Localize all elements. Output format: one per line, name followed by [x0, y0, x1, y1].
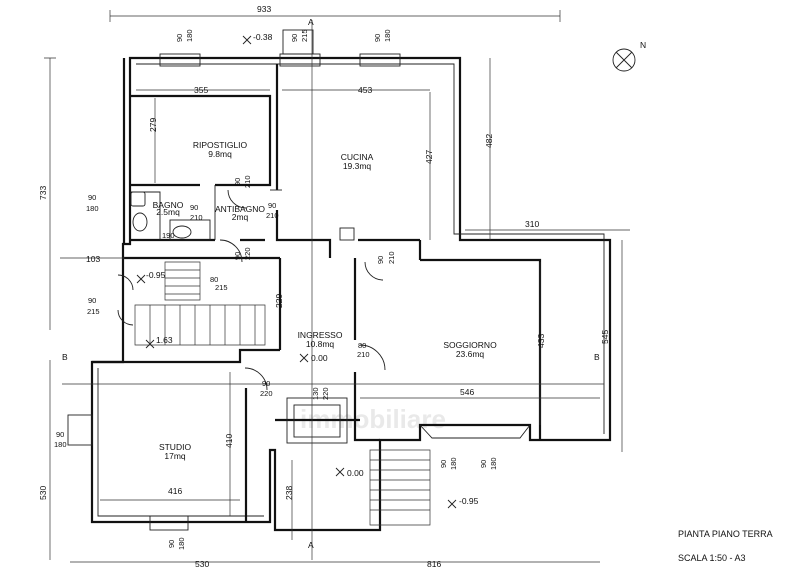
room-ingresso-area: 10.8mq — [306, 339, 335, 349]
plan-title: PIANTA PIANO TERRA — [678, 529, 773, 539]
open-d-left: 90 — [88, 296, 96, 305]
open-d-ingressob: 210 — [357, 350, 370, 359]
section-b-left: B — [62, 352, 68, 362]
dim-cucina-h: 427 — [424, 150, 434, 164]
open-w-sog1b: 180 — [449, 457, 458, 470]
open-d-cucina: 90 — [376, 256, 385, 264]
room-studio-area: 17mq — [164, 451, 186, 461]
room-bagno-area: 2.5mq — [156, 207, 180, 217]
dim-cucina-w: 453 — [358, 85, 372, 95]
room-antibagno-name: ANTIBAGNO — [215, 204, 265, 214]
room-studio-name: STUDIO — [159, 442, 192, 452]
room-soggiorno-area: 23.6mq — [456, 349, 485, 359]
dim-studio-w: 416 — [168, 486, 182, 496]
room-antibagno-area: 2mq — [232, 212, 249, 222]
open-entryb: 220 — [321, 387, 330, 400]
plan-scale: SCALA 1:50 - A3 — [678, 553, 746, 563]
interior-walls — [92, 64, 542, 522]
door-swings — [117, 189, 386, 391]
open-w-studio-l: 90 — [56, 430, 64, 439]
section-a-top: A — [308, 17, 314, 27]
dim-stair-h: 229 — [274, 294, 284, 308]
dim-studio-h: 410 — [224, 434, 234, 448]
open-d-anti2b: 220 — [243, 247, 252, 260]
open-w-sog1: 90 — [439, 460, 448, 468]
dim-soggiorno-h: 433 — [536, 334, 546, 348]
dim-right-top: 482 — [484, 134, 494, 148]
north-arrow-icon — [612, 48, 636, 72]
dim-bottom-right: 816 — [427, 559, 441, 569]
north-label: N — [640, 40, 646, 50]
open-w-sog2b: 180 — [489, 457, 498, 470]
open-d-ingresso: 80 — [358, 341, 366, 350]
open-w-top3: 90 — [373, 34, 382, 42]
open-w-top1: 90 — [175, 34, 184, 42]
dim-overall-top: 933 — [257, 4, 271, 14]
level-outside: -0.95 — [459, 496, 479, 506]
dimension-lines — [44, 10, 630, 563]
open-w-bagnob: 180 — [86, 204, 99, 213]
open-d-rip: 90 — [233, 178, 242, 186]
open-d-ripb: 210 — [243, 175, 252, 188]
level-top: -0.38 — [253, 32, 273, 42]
open-w-studio-b: 90 — [167, 540, 176, 548]
room-bagno-name: BAGNO — [153, 200, 184, 210]
level-ingresso: 0.00 — [311, 353, 328, 363]
open-d-antib: 210 — [266, 211, 279, 220]
open-d-bagno: 90 — [190, 203, 198, 212]
open-w-top2b: 215 — [300, 29, 309, 42]
room-ripostiglio-area: 9.8mq — [208, 149, 232, 159]
open-d-cucinab: 210 — [387, 251, 396, 264]
level-mid: 1.63 — [156, 335, 173, 345]
room-soggiorno-name: SOGGIORNO — [443, 340, 497, 350]
dim-left-top: 733 — [38, 186, 48, 200]
level-stair: -0.95 — [146, 270, 166, 280]
open-d-anti: 90 — [268, 201, 276, 210]
section-b-right: B — [594, 352, 600, 362]
open-d-anti2: 90 — [233, 252, 242, 260]
open-d-bagnob: 210 — [190, 213, 203, 222]
open-d-leftb: 215 — [87, 307, 100, 316]
open-w-bagno: 90 — [88, 193, 96, 202]
room-ingresso-name: INGRESSO — [298, 330, 343, 340]
dim-ripostiglio-h: 279 — [148, 118, 158, 132]
dim-bottom-left: 530 — [195, 559, 209, 569]
open-d-studio: 90 — [262, 379, 270, 388]
open-w-top2: 90 — [290, 34, 299, 42]
dim-stair-left: 103 — [86, 254, 100, 264]
bath-fixtures — [130, 191, 211, 241]
open-w-top3b: 180 — [383, 29, 392, 42]
open-entry: 130 — [311, 387, 320, 400]
dim-left-bottom: 530 — [38, 486, 48, 500]
open-w-studio-lb: 180 — [54, 440, 67, 449]
level-portico: 0.00 — [347, 468, 364, 478]
open-d-studiob: 220 — [260, 389, 273, 398]
level-marker-icons — [136, 35, 457, 509]
dim-bath-190: 190 — [162, 231, 175, 240]
dim-ripostiglio-w: 355 — [194, 85, 208, 95]
room-cucina-name: CUCINA — [341, 152, 374, 162]
open-d-stair: 80 — [210, 275, 218, 284]
dim-soggiorno-w: 546 — [460, 387, 474, 397]
room-cucina-area: 19.3mq — [343, 161, 372, 171]
section-a-bottom: A — [308, 540, 314, 550]
dim-right-side: 545 — [600, 330, 610, 344]
entrance-portico — [67, 227, 531, 531]
stairs — [134, 261, 431, 526]
dim-lower-h: 238 — [284, 486, 294, 500]
top-windows — [159, 29, 401, 67]
open-w-sog2: 90 — [479, 460, 488, 468]
open-w-top1b: 180 — [185, 29, 194, 42]
open-d-stairb: 215 — [215, 283, 228, 292]
room-ripostiglio-name: RIPOSTIGLIO — [193, 140, 248, 150]
open-w-studio-bb: 180 — [177, 537, 186, 550]
dim-soggiorno-top: 310 — [525, 219, 539, 229]
